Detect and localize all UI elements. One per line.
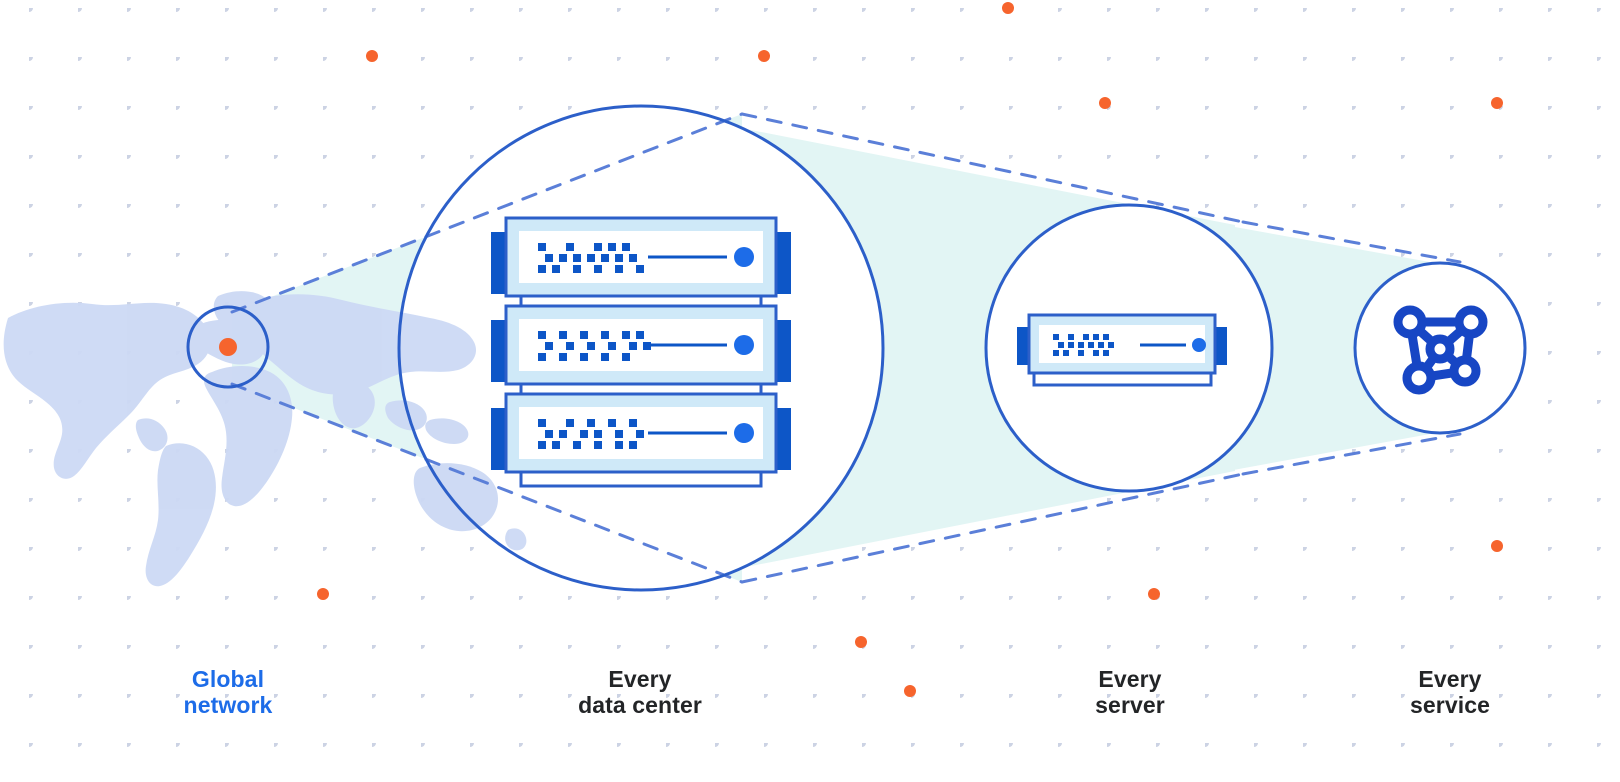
funnel-1-line-bottom: [230, 382, 744, 584]
accent-dot: [855, 636, 867, 648]
caption-server: Every server: [1095, 666, 1165, 718]
server-status-dot: [734, 247, 754, 267]
caption-global-network: Global network: [183, 666, 273, 718]
map-pin-icon: [219, 338, 237, 356]
server-led-grid: [538, 331, 651, 361]
network-node: [1454, 305, 1488, 339]
accent-dot-group: [317, 2, 1503, 697]
caption-service: Every service: [1410, 666, 1490, 718]
network-node-group: [1393, 305, 1488, 395]
network-node: [1449, 355, 1481, 387]
accent-dot: [904, 685, 916, 697]
rack-base: [519, 470, 763, 488]
service-circle[interactable]: [1353, 261, 1527, 435]
global-network-circle[interactable]: [186, 305, 270, 389]
funnel-2-line-bottom: [740, 472, 1245, 584]
single-server-icon: [1017, 313, 1227, 387]
server-status-dot: [1192, 338, 1206, 352]
server-rack-icon: [491, 216, 791, 488]
server-unit: [491, 304, 791, 386]
accent-dot: [758, 50, 770, 62]
network-node: [1393, 305, 1427, 339]
server-circle[interactable]: [984, 203, 1274, 493]
server-led-grid: [538, 243, 644, 273]
accent-dot: [1491, 97, 1503, 109]
accent-dot: [317, 588, 329, 600]
accent-dot: [1002, 2, 1014, 14]
server-led-grid: [1053, 334, 1114, 356]
funnel-3-line-bottom: [1241, 432, 1462, 476]
network-node: [1425, 334, 1455, 364]
funnel-1-line-top: [230, 112, 744, 314]
server-base: [1032, 371, 1213, 387]
server-led-grid: [538, 419, 644, 449]
server-status-dot: [734, 423, 754, 443]
server-unit: [491, 216, 791, 298]
server-unit: [491, 392, 791, 474]
funnel-3-line-top: [1241, 220, 1462, 264]
accent-dot: [1491, 540, 1503, 552]
funnel-dashed-lines: [230, 112, 1462, 584]
accent-dot: [1099, 97, 1111, 109]
caption-data-center: Every data center: [578, 666, 702, 718]
funnel-2-line-top: [740, 112, 1245, 224]
data-center-circle[interactable]: [397, 104, 885, 592]
server-status-dot: [734, 335, 754, 355]
accent-dot: [366, 50, 378, 62]
network-node: [1402, 361, 1436, 395]
accent-dot: [1148, 588, 1160, 600]
